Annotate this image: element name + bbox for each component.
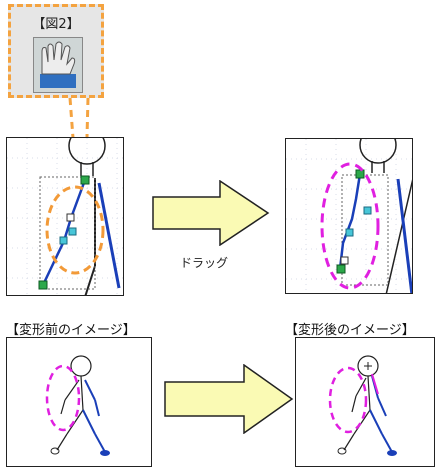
panel-after-full[interactable] [295, 337, 435, 467]
figure-before [45, 355, 110, 456]
skeleton-after-zoom [286, 139, 412, 293]
panel-before-full[interactable] [6, 337, 152, 467]
panel-before-zoom[interactable] [6, 137, 124, 296]
callout-title: 【図2】 [32, 17, 80, 32]
skeleton-before-zoom [7, 138, 123, 295]
caption-before: 【変形前のイメージ】 [6, 323, 136, 338]
drag-label: ドラッグ [180, 256, 229, 270]
panel-after-zoom[interactable] [285, 138, 413, 294]
transform-arrow-bottom [164, 364, 294, 434]
caption-after: 【変形後のイメージ】 [285, 323, 415, 338]
grab-hand-icon [33, 37, 83, 93]
transform-arrow-top [152, 180, 270, 246]
callout-box: 【図2】 [8, 4, 104, 98]
figure-after [328, 355, 397, 456]
